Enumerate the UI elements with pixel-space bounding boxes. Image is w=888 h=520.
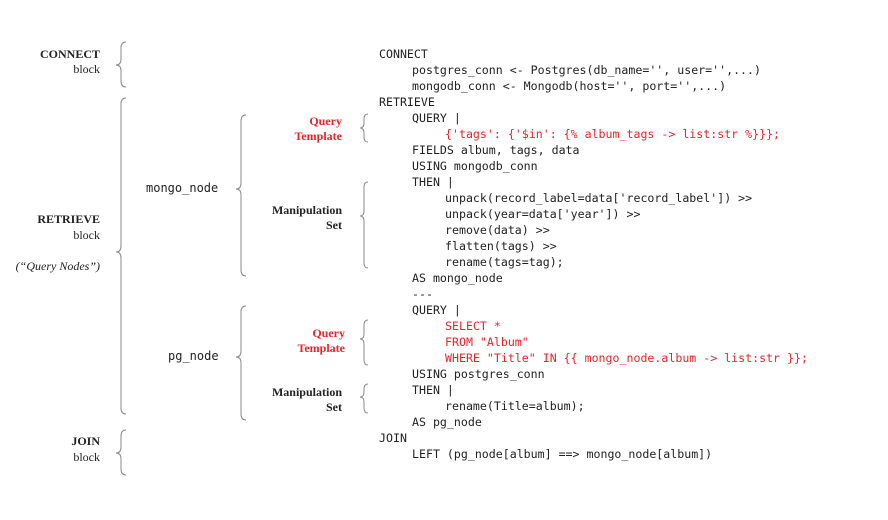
code-line: THEN | xyxy=(412,383,454,397)
code-line: SELECT * xyxy=(445,319,501,333)
code-line: remove(data) >> xyxy=(445,223,550,237)
code-line: unpack(record_label=data['record_label']… xyxy=(445,191,753,205)
pg-node-brace xyxy=(235,305,247,421)
code-line: CONNECT xyxy=(379,47,428,61)
manipulation-set-brace-2 xyxy=(359,383,369,414)
pg-node-label: pg_node xyxy=(168,349,219,363)
code-line: --- xyxy=(412,287,433,301)
query-template-label-1b: Template xyxy=(294,129,342,143)
query-template-label-1a: Query xyxy=(309,114,342,128)
retrieve-brace xyxy=(115,97,127,415)
query-template-label-2b: Template xyxy=(297,341,345,355)
code-line: mongodb_conn <- Mongodb(host='', port=''… xyxy=(412,79,727,93)
query-template-brace-1 xyxy=(359,113,369,143)
manipulation-set-label-2b: Set xyxy=(326,400,342,414)
code-line: unpack(year=data['year']) >> xyxy=(445,207,641,221)
code-line: QUERY | xyxy=(412,303,461,317)
manipulation-set-label-1a: Manipulation xyxy=(271,203,342,217)
manipulation-set-brace-1 xyxy=(359,181,369,269)
code-line: USING mongodb_conn xyxy=(412,159,538,173)
code-line: AS pg_node xyxy=(412,415,482,429)
code-line: THEN | xyxy=(412,175,454,189)
query-template-label-2a: Query xyxy=(312,326,345,340)
code-line: LEFT (pg_node[album] ==> mongo_node[albu… xyxy=(412,447,713,461)
mongo-node-label: mongo_node xyxy=(146,181,219,195)
code-line: FROM "Album" xyxy=(445,335,529,349)
retrieve-block-title: RETRIEVE xyxy=(37,212,100,226)
code-line: QUERY | xyxy=(412,111,461,125)
code-line: FIELDS album, tags, data xyxy=(412,143,580,157)
manipulation-set-label-1b: Set xyxy=(326,218,342,232)
connect-brace xyxy=(115,41,127,88)
code-line: flatten(tags) >> xyxy=(445,239,557,253)
code-line: USING postgres_conn xyxy=(412,367,545,381)
join-block-title: JOIN xyxy=(71,434,100,448)
code-line: RETRIEVE xyxy=(379,95,435,109)
connect-block-sub: block xyxy=(73,62,100,76)
manipulation-set-label-2a: Manipulation xyxy=(271,385,342,399)
code-line: rename(tags=tag); xyxy=(445,255,564,269)
join-brace xyxy=(115,429,127,476)
code-line: postgres_conn <- Postgres(db_name='', us… xyxy=(412,63,762,77)
query-template-brace-2 xyxy=(359,319,369,366)
retrieve-block-sub: block xyxy=(73,228,100,242)
code-line: AS mongo_node xyxy=(412,271,503,285)
code-listing: CONNECT postgres_conn <- Postgres(db_name… xyxy=(379,46,808,462)
code-line: JOIN xyxy=(379,431,407,445)
join-block-sub: block xyxy=(73,450,100,464)
code-line: rename(Title=album); xyxy=(445,399,585,413)
code-line: WHERE "Title" IN {{ mongo_node.album -> … xyxy=(445,351,808,365)
code-line: {'tags': {'$in': {% album_tags -> list:s… xyxy=(445,127,781,141)
mongo-node-brace xyxy=(235,114,247,277)
retrieve-block-note: (“Query Nodes”) xyxy=(15,259,100,273)
connect-block-title: CONNECT xyxy=(39,47,100,61)
